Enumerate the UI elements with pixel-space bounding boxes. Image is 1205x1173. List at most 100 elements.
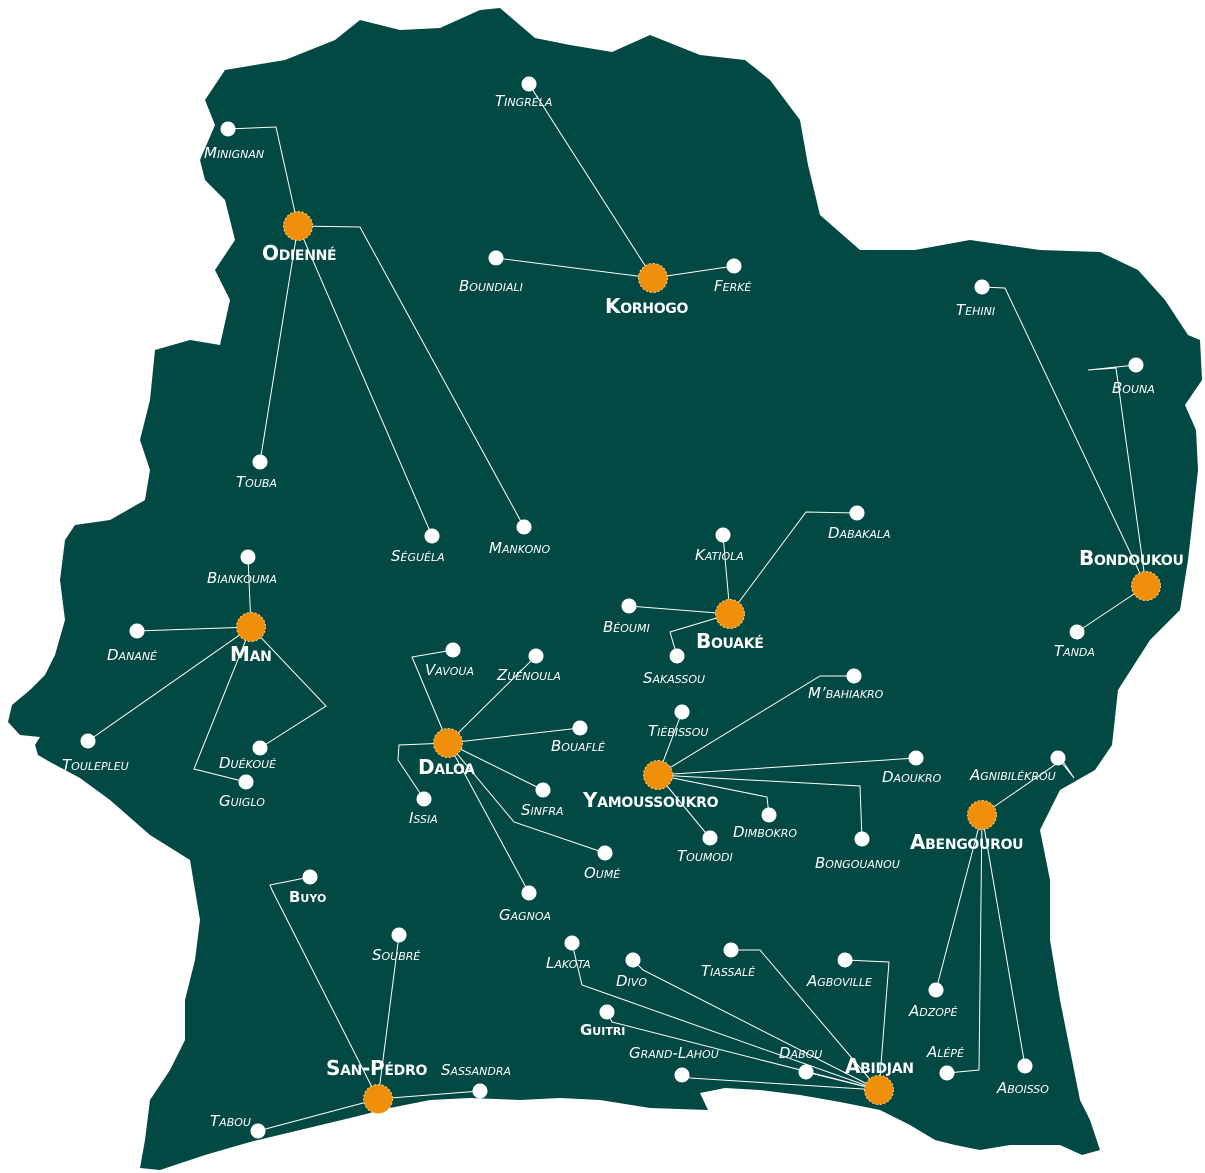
town-marker-sassandra[interactable] xyxy=(472,1083,488,1099)
town-label-agnibilekrou: Agnibilékrou xyxy=(969,766,1056,784)
town-marker-biankouma[interactable] xyxy=(240,549,256,565)
town-marker-ferke[interactable] xyxy=(726,258,742,274)
town-label-divo: Divo xyxy=(616,972,647,990)
town-label-guitri: Guitri xyxy=(580,1021,625,1039)
town-marker-tabou[interactable] xyxy=(250,1123,266,1139)
town-marker-divo[interactable] xyxy=(625,952,641,968)
town-marker-minignan[interactable] xyxy=(220,121,236,137)
town-label-oume: Oumé xyxy=(584,864,620,882)
town-marker-dabou[interactable] xyxy=(798,1064,814,1080)
town-label-tanda: Tanda xyxy=(1054,642,1095,660)
hub-marker-man[interactable] xyxy=(236,612,266,642)
link-aboisso-abengourou xyxy=(981,814,1026,1067)
town-label-toumodi: Toumodi xyxy=(677,847,733,865)
hub-marker-yamoussoukro[interactable] xyxy=(643,760,673,790)
town-marker-tiebissou[interactable] xyxy=(674,704,690,720)
link-touba-odienne xyxy=(259,225,299,463)
hub-marker-daloa[interactable] xyxy=(433,728,463,758)
town-marker-alepe[interactable] xyxy=(939,1065,955,1081)
town-marker-tehini[interactable] xyxy=(974,279,990,295)
link-seguela-odienne xyxy=(297,225,433,537)
town-label-agboville: Agboville xyxy=(806,972,872,990)
town-marker-buyo[interactable] xyxy=(302,869,318,885)
town-marker-seguela[interactable] xyxy=(424,528,440,544)
town-marker-bouna[interactable] xyxy=(1128,357,1144,373)
hub-marker-odienne[interactable] xyxy=(283,211,313,241)
town-marker-beoumi[interactable] xyxy=(621,598,637,614)
town-marker-danane[interactable] xyxy=(129,623,145,639)
town-marker-issia[interactable] xyxy=(416,791,432,807)
link-tabou-sanpedro xyxy=(257,1098,379,1132)
town-marker-adzope[interactable] xyxy=(928,982,944,998)
town-marker-boundiali[interactable] xyxy=(488,250,504,266)
town-marker-gagnoa[interactable] xyxy=(521,885,537,901)
town-marker-sakassou[interactable] xyxy=(669,648,685,664)
hub-marker-abengourou[interactable] xyxy=(967,800,997,830)
link-mbahiakro-yamoussoukro xyxy=(657,675,854,776)
town-marker-toulepleu[interactable] xyxy=(80,733,96,749)
town-marker-soubre[interactable] xyxy=(391,927,407,943)
town-marker-oume[interactable] xyxy=(597,845,613,861)
link-oume-daloa xyxy=(447,742,606,854)
town-marker-katiola[interactable] xyxy=(715,527,731,543)
town-label-aboisso: Aboisso xyxy=(996,1079,1049,1097)
town-label-daoukro: Daoukro xyxy=(882,768,942,786)
link-minignan-odienne xyxy=(227,126,299,227)
town-marker-grandlahou[interactable] xyxy=(674,1067,690,1083)
town-marker-toumodi[interactable] xyxy=(702,830,718,846)
town-marker-vavoua[interactable] xyxy=(445,642,461,658)
town-marker-guitri[interactable] xyxy=(599,1004,615,1020)
hub-marker-abidjan[interactable] xyxy=(864,1075,894,1105)
town-label-mankono: Mankono xyxy=(489,539,551,557)
town-label-tehini: Tehini xyxy=(956,301,995,319)
link-lakota-abidjan xyxy=(571,942,880,1091)
town-marker-mbahiakro[interactable] xyxy=(846,668,862,684)
town-marker-tanda[interactable] xyxy=(1069,624,1085,640)
town-marker-guiglo[interactable] xyxy=(238,774,254,790)
town-marker-sinfra[interactable] xyxy=(535,782,551,798)
town-marker-dabakala[interactable] xyxy=(849,505,865,521)
town-marker-duekoue[interactable] xyxy=(252,740,268,756)
link-zuenoula-daloa xyxy=(447,655,537,744)
town-label-biankouma: Biankouma xyxy=(207,569,277,587)
link-sinfra-daloa xyxy=(447,742,544,791)
hub-marker-korhogo[interactable] xyxy=(638,263,668,293)
town-label-bouafle: Bouaflé xyxy=(551,737,605,755)
hub-label-abengourou: Abengourou xyxy=(910,830,1023,854)
hub-marker-bouake[interactable] xyxy=(715,599,745,629)
link-adzope-abengourou xyxy=(935,814,983,991)
town-marker-bongouanou[interactable] xyxy=(854,831,870,847)
town-marker-agboville[interactable] xyxy=(837,952,853,968)
town-marker-tingrela[interactable] xyxy=(521,76,537,92)
town-label-sassandra: Sassandra xyxy=(441,1061,511,1079)
town-marker-aboisso[interactable] xyxy=(1017,1058,1033,1074)
hub-marker-bondoukou[interactable] xyxy=(1131,571,1161,601)
link-dabakala-bouake xyxy=(729,511,858,615)
town-label-bouna: Bouna xyxy=(1112,379,1155,397)
city-markers xyxy=(80,76,1161,1139)
town-marker-daoukro[interactable] xyxy=(908,750,924,766)
link-alepe-abengourou xyxy=(946,814,983,1074)
town-marker-mankono[interactable] xyxy=(516,519,532,535)
town-marker-agnibilekrou[interactable] xyxy=(1050,750,1066,766)
town-marker-lakota[interactable] xyxy=(564,935,580,951)
town-marker-tiassale[interactable] xyxy=(723,942,739,958)
link-issia-daloa xyxy=(397,742,449,800)
link-buyo-sanpedro xyxy=(269,876,379,1100)
hub-label-bondoukou: Bondoukou xyxy=(1079,546,1184,570)
town-label-lakota: Lakota xyxy=(546,954,591,972)
town-marker-zuenoula[interactable] xyxy=(528,648,544,664)
town-marker-touba[interactable] xyxy=(252,454,268,470)
town-label-dabakala: Dabakala xyxy=(828,524,891,542)
town-marker-bouafle[interactable] xyxy=(572,720,588,736)
town-label-issia: Issia xyxy=(409,809,438,827)
hub-marker-sanpedro[interactable] xyxy=(363,1084,393,1114)
link-tingrela-korhogo xyxy=(528,83,654,279)
hub-label-sanpedro: San-Pédro xyxy=(326,1056,427,1080)
link-bongouanou-yamoussoukro xyxy=(657,774,863,840)
link-duekoue-man xyxy=(250,626,327,749)
hub-label-bouake: Bouaké xyxy=(696,629,764,653)
link-gagnoa-daloa xyxy=(447,742,530,894)
town-marker-dimbokro[interactable] xyxy=(761,807,777,823)
